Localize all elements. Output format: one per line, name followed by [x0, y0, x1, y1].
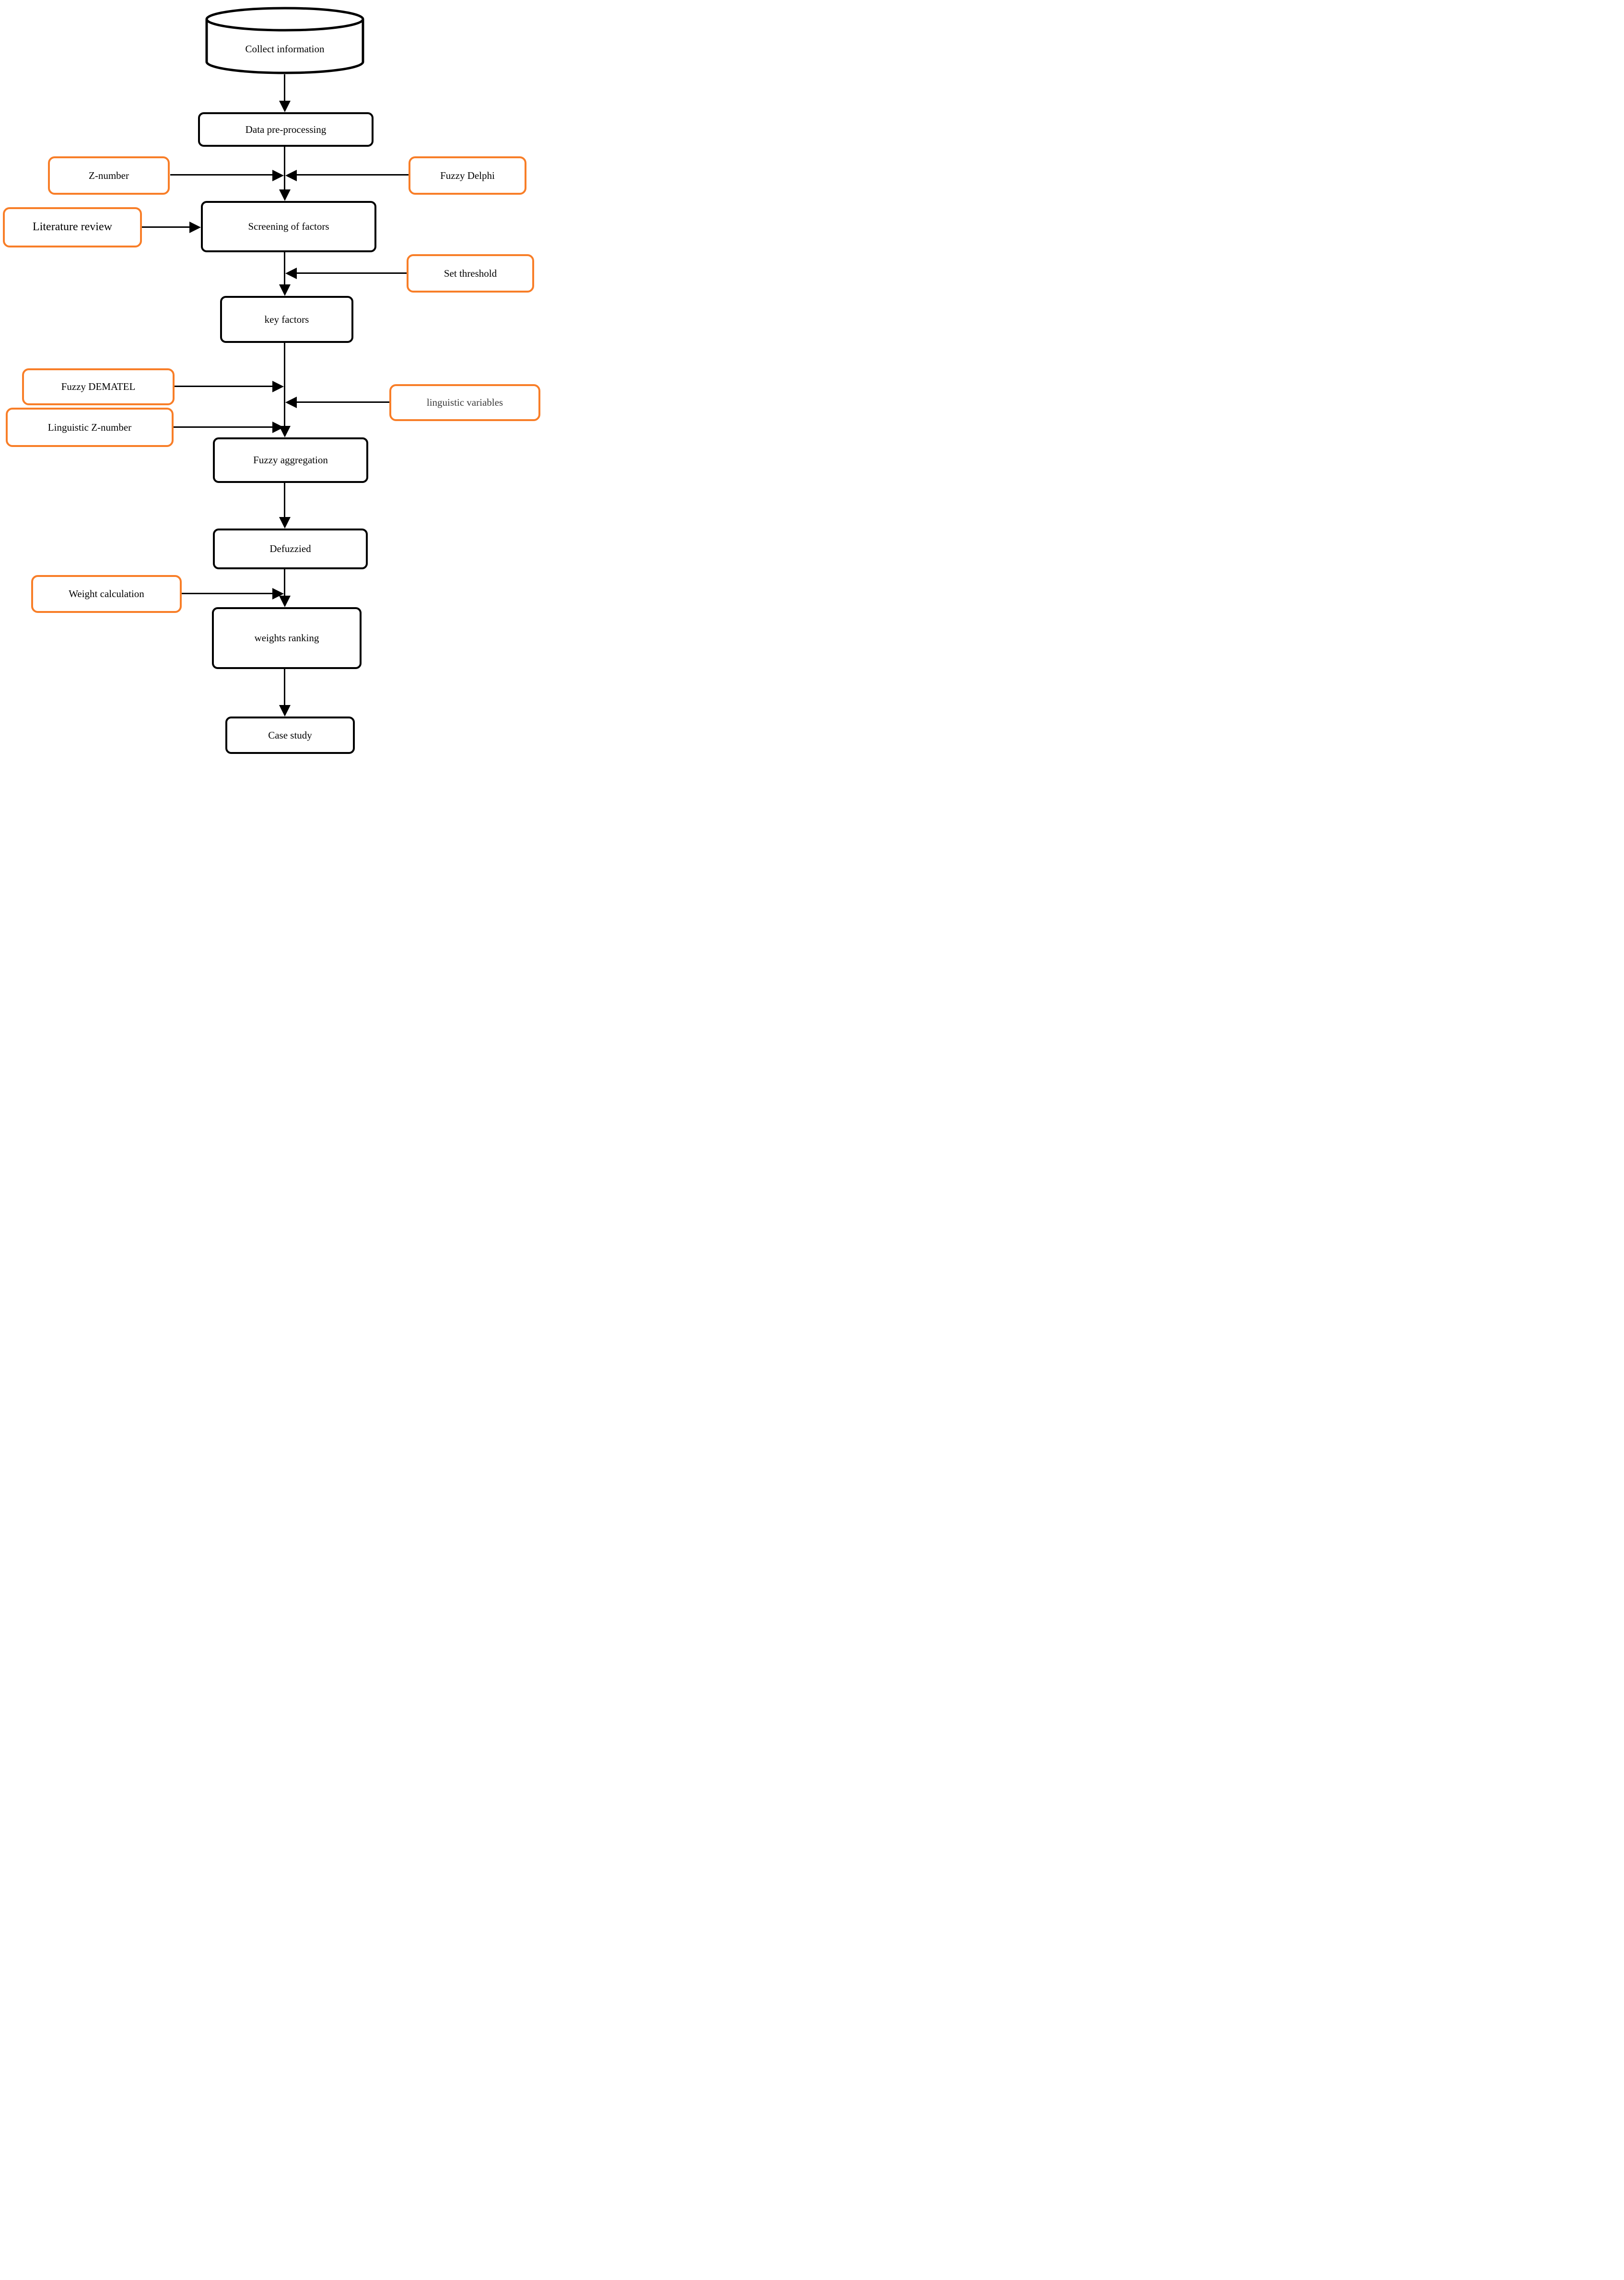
database-cylinder-shape: [205, 7, 364, 74]
edge-weight-calculation-arrowhead: [272, 588, 284, 599]
edge-linguistic-znumber-arrowhead: [272, 422, 284, 433]
node-data-preprocessing: Data pre-processing: [198, 112, 374, 147]
edge-fuzzy-delphi-line: [297, 174, 409, 176]
node-fuzzy-delphi: Fuzzy Delphi: [409, 156, 526, 195]
node-weights-ranking-label: weights ranking: [254, 632, 319, 644]
edge-aggregation-to-defuzzied-line: [284, 483, 285, 518]
edge-fuzzy-delphi-arrowhead: [285, 170, 297, 181]
node-literature-review-label: Literature review: [33, 221, 112, 234]
node-fuzzy-delphi-label: Fuzzy Delphi: [440, 169, 495, 181]
edge-datapre-to-screening-line: [284, 147, 285, 190]
node-set-threshold-label: Set threshold: [444, 267, 497, 279]
edge-weight-calculation-line: [182, 593, 273, 594]
edge-literature-arrowhead: [189, 222, 201, 233]
edge-linguistic-znumber-line: [174, 426, 273, 428]
node-fuzzy-dematel: Fuzzy DEMATEL: [22, 368, 175, 405]
node-weight-calculation: Weight calculation: [31, 575, 182, 613]
edge-znumber-arrowhead: [272, 170, 284, 181]
node-case-study-label: Case study: [268, 729, 312, 741]
edge-znumber-line: [170, 174, 273, 176]
node-data-preprocessing-label: Data pre-processing: [245, 123, 327, 135]
node-weight-calculation-label: Weight calculation: [69, 588, 144, 600]
node-screening-of-factors: Screening of factors: [201, 201, 376, 252]
node-linguistic-variables: linguistic variables: [389, 384, 540, 421]
edge-fuzzy-dematel-line: [175, 386, 273, 387]
node-defuzzied-label: Defuzzied: [269, 543, 311, 555]
node-linguistic-variables-label: linguistic variables: [426, 397, 503, 409]
edge-defuzzied-to-ranking-line: [284, 569, 285, 597]
node-linguistic-z-number-label: Linguistic Z-number: [47, 421, 132, 433]
node-defuzzied: Defuzzied: [213, 529, 368, 569]
node-fuzzy-aggregation: Fuzzy aggregation: [213, 437, 368, 483]
edge-screening-to-keyfactors-arrowhead: [279, 284, 291, 296]
node-collect-information: Collect information: [204, 7, 365, 74]
edge-screening-to-keyfactors-line: [284, 252, 285, 285]
node-screening-of-factors-label: Screening of factors: [248, 221, 329, 233]
node-z-number-label: Z-number: [89, 169, 129, 181]
edge-ranking-to-casestudy-line: [284, 669, 285, 706]
node-z-number: Z-number: [48, 156, 170, 195]
node-set-threshold: Set threshold: [407, 254, 534, 293]
edge-datapre-to-screening-arrowhead: [279, 189, 291, 201]
edge-keyfactors-to-aggregation-line: [284, 343, 285, 427]
edge-linguistic-variables-line: [297, 401, 389, 403]
edge-collect-to-datapre-arrowhead: [279, 101, 291, 112]
edge-literature-line: [142, 226, 190, 228]
edge-collect-to-datapre-line: [284, 74, 285, 102]
edge-linguistic-variables-arrowhead: [285, 397, 297, 408]
node-weights-ranking: weights ranking: [212, 607, 362, 669]
node-collect-information-label: Collect information: [245, 43, 325, 55]
edge-set-threshold-arrowhead: [285, 268, 297, 279]
node-key-factors-label: key factors: [264, 313, 309, 325]
edge-ranking-to-casestudy-arrowhead: [279, 705, 291, 717]
edge-fuzzy-dematel-arrowhead: [272, 381, 284, 392]
node-key-factors: key factors: [220, 296, 353, 343]
node-fuzzy-aggregation-label: Fuzzy aggregation: [253, 454, 328, 466]
edge-set-threshold-line: [297, 272, 407, 274]
node-literature-review: Literature review: [3, 207, 142, 247]
flowchart-canvas: Collect information Data pre-processing …: [0, 0, 541, 760]
node-fuzzy-dematel-label: Fuzzy DEMATEL: [61, 381, 136, 393]
edge-aggregation-to-defuzzied-arrowhead: [279, 517, 291, 529]
node-linguistic-z-number: Linguistic Z-number: [6, 408, 174, 447]
node-case-study: Case study: [225, 717, 355, 754]
